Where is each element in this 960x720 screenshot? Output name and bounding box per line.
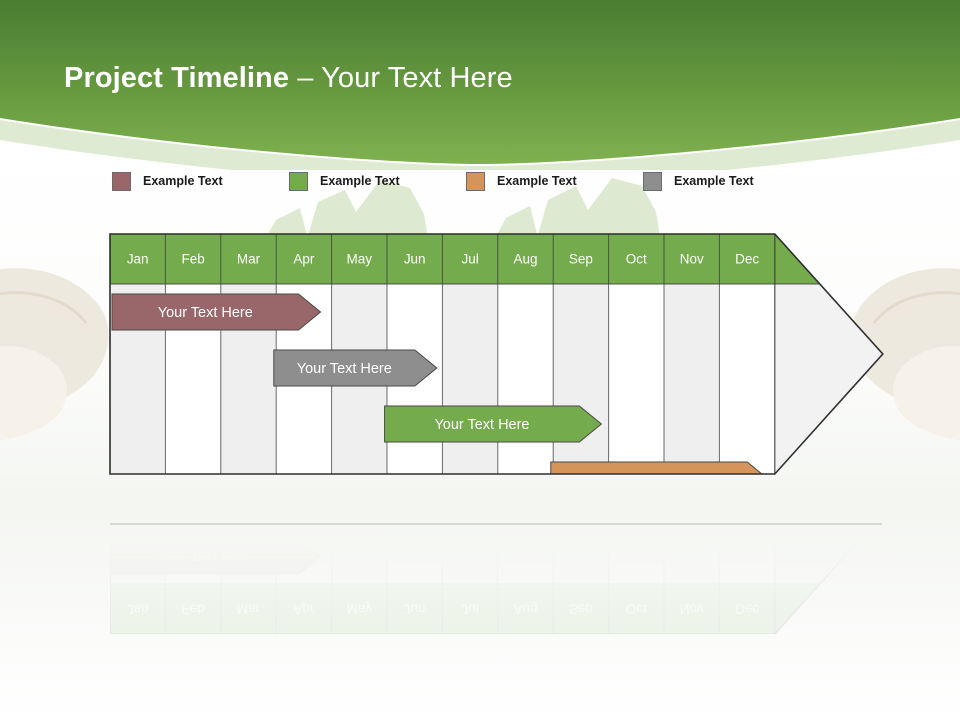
ornament-right-decoration (851, 268, 960, 441)
month-header-label: Nov (680, 252, 704, 267)
timeline-bar[interactable] (550, 461, 771, 498)
title-strong-text: Project Timeline (64, 62, 290, 94)
timeline-bar-label: Your Text Here (297, 361, 392, 377)
month-header-label: Jun (404, 252, 426, 267)
legend-item[interactable]: Example Text (289, 168, 400, 194)
legend-label: Example Text (497, 174, 577, 188)
month-header-label: Apr (293, 252, 314, 267)
month-header-label: Dec (735, 252, 759, 267)
legend-item[interactable]: Example Text (466, 168, 577, 194)
month-header-label: Feb (181, 252, 204, 267)
timeline-bar[interactable] (384, 405, 603, 443)
legend-label: Example Text (143, 174, 223, 188)
month-header-band (110, 234, 883, 285)
legend-item[interactable]: Example Text (643, 168, 754, 194)
chart-column-band (608, 284, 664, 474)
month-header-label: Jul (461, 252, 478, 267)
chart-tip-band (774, 284, 883, 474)
month-header-label: Oct (626, 252, 647, 267)
timeline-bar[interactable] (111, 293, 322, 331)
month-header-label: May (347, 252, 373, 267)
chart-column-band (553, 284, 609, 474)
chart-column-band (663, 284, 720, 474)
chart-column-band (497, 284, 554, 474)
legend-label: Example Text (674, 174, 754, 188)
chart-plot-area: Jan Feb Mar Apr May Jun Jul Aug Sep Oct Nov DecYour… (110, 234, 883, 498)
legend-color-swatch (289, 171, 308, 191)
reflection-divider (110, 523, 882, 525)
page-title: Project Timeline – Your Text Here (64, 58, 513, 98)
month-header-label: Jan (127, 252, 149, 267)
title-separator: – (289, 62, 322, 94)
legend: Example Text Example Text Example Text Exam… (112, 168, 832, 194)
header-banner (0, 0, 960, 170)
timeline-bar[interactable] (273, 349, 438, 387)
chart-column-band (442, 284, 498, 474)
ornament-left-decoration (0, 268, 109, 441)
chart-arrow-outline (109, 233, 884, 475)
month-header-label: Aug (513, 252, 537, 267)
timeline-bar-label: Your Text Here (158, 305, 253, 321)
month-header-label: Mar (237, 252, 261, 267)
legend-color-swatch (112, 171, 131, 191)
legend-color-swatch (466, 171, 485, 191)
title-light-text: Your Text Here (321, 62, 513, 94)
legend-item[interactable]: Example Text (112, 168, 223, 194)
timeline-bar-label: Your Text Here (602, 473, 697, 489)
legend-color-swatch (643, 171, 662, 191)
timeline-bar-label: Your Text Here (434, 417, 529, 433)
legend-label: Example Text (320, 174, 400, 188)
chart-column-band (719, 284, 775, 474)
month-header-label: Sep (569, 252, 593, 267)
